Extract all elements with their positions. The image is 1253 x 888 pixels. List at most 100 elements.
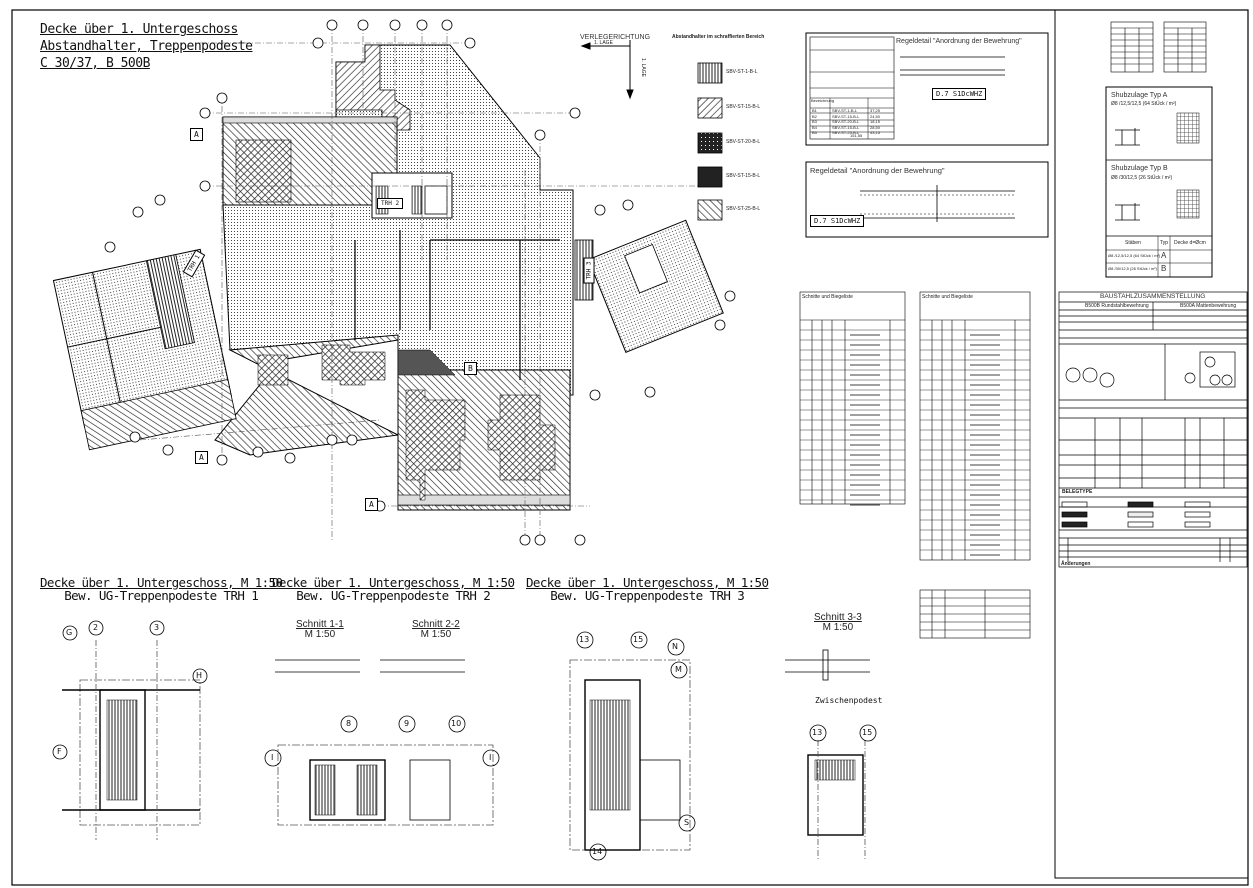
legend-item-label: SBV-ST-15-B-L <box>726 104 761 110</box>
plan-title-line2: Abstandhalter, Treppenpodeste <box>40 39 253 54</box>
spacer-table-cell: SBV-ST-15-B-L <box>832 124 860 130</box>
spacer-table-cell: SBV-ST-20-B-L <box>832 119 860 125</box>
axis-label: G <box>66 628 73 637</box>
shubzulage-b-title: Shubzulage Typ B <box>1111 165 1168 172</box>
spacer-table-total: 151,55 <box>850 133 863 138</box>
detail-panels <box>805 32 1049 238</box>
axis-label: 9 <box>404 719 410 728</box>
section-details <box>52 620 877 861</box>
section-trh1-line2: Bew. UG-Treppenpodeste TRH 1 <box>64 587 259 603</box>
shub-row-type: B <box>1161 264 1167 273</box>
section-trh3-line1: Decke über 1. Untergeschoss, M 1:50 <box>526 575 769 590</box>
spacer-table-cell: 43,15 <box>870 130 881 136</box>
legend-title: Abstandhalter im schraffierten Bereich <box>672 34 765 40</box>
legend-item-label: SBV-ST-1-B-L <box>726 69 758 75</box>
axis-label: H <box>196 671 203 680</box>
axis-label: I <box>271 753 274 762</box>
zwischenpodest-label: Zwischenpodest <box>815 696 883 705</box>
plan-title-line1: Decke über 1. Untergeschoss <box>40 22 238 37</box>
shubzulage-a-title: Shubzulage Typ A <box>1111 92 1168 99</box>
shub-table-h0: Stäben <box>1125 240 1141 246</box>
spacer-table-cell: B3 <box>812 119 817 125</box>
title-column-frame <box>1054 9 1249 879</box>
titleblock-sub-right: B500A Mattenbewehrung <box>1180 303 1237 309</box>
tag-a: A <box>365 498 378 511</box>
axis-label: 8 <box>346 719 352 728</box>
axis-label: 2 <box>93 623 99 632</box>
tag-a: A <box>190 128 203 141</box>
schnitt-1-1-scale: M 1:50 <box>304 629 336 640</box>
spacer-table-cell: 24,50 <box>870 113 881 119</box>
shubzulage-b-spec: Ø8 /30/12,5 (26 StÜck / m²) <box>1111 175 1173 181</box>
legend-item-label: SBV-ST-20-B-L <box>726 139 761 145</box>
axis-label: M <box>675 665 682 674</box>
section-trh2-line2: Bew. UG-Treppenpodeste TRH 2 <box>296 587 491 603</box>
tag-trh2: TRH 2 <box>377 198 404 209</box>
shub-table-h1: Typ <box>1160 240 1169 246</box>
schnitt-3-3-scale: M 1:50 <box>822 622 854 633</box>
titleblock-sub-left: B500B Rundstahlbewehrung <box>1085 303 1149 309</box>
verlegerichtung-arrows <box>580 40 634 100</box>
section-trh2-line1: Decke über 1. Untergeschoss, M 1:50 <box>272 575 515 590</box>
titleblock-legend-title: BELEGTYPE <box>1062 489 1093 495</box>
axis-label: 13 <box>579 635 590 644</box>
spacer-table-cell: SBV-ST-1-B-L <box>832 108 858 113</box>
spacer-table-cell: 37,25 <box>870 108 881 113</box>
axis-label: S <box>684 818 690 827</box>
title-block <box>1058 291 1248 568</box>
detail2-tag: D.7 S1DcWHZ <box>810 215 865 227</box>
legend-item-label: SBV-ST-15-B-L <box>726 173 761 179</box>
tag-b: B <box>464 362 477 375</box>
shub-row-spec: Ø8 /30/12,5 (26 StÜck / m²) <box>1108 266 1157 271</box>
spacer-table-cell: B5 <box>812 130 817 136</box>
detail1-tag: D.7 S1DcWHZ <box>932 88 987 100</box>
verlegerichtung-title: VERLEGERICHTUNG <box>580 34 651 41</box>
biegeliste1-title: Schnitte und Biegeliste <box>802 294 853 300</box>
spacer-table-cell: SBV-ST-15-B-L <box>832 113 860 119</box>
floor-plan <box>52 19 736 546</box>
schnitt-1-1-title: Schnitt 1-1 <box>296 619 344 630</box>
axis-label: F <box>57 747 62 756</box>
spacer-table-cell: B2 <box>812 113 817 119</box>
shub-row-spec: Ø8 /12,5/12,5 (64 StÜck / m²) <box>1108 253 1161 258</box>
schnitt-2-2-scale: M 1:50 <box>420 629 452 640</box>
legend-item-label: SBV-ST-25-B-L <box>726 206 761 212</box>
section-trh3-line2: Bew. UG-Treppenpodeste TRH 3 <box>550 587 745 603</box>
axis-label: 15 <box>862 728 873 737</box>
titleblock-footer: Änderungen <box>1061 561 1091 567</box>
biegeliste-rows <box>800 329 1030 556</box>
axis-label: 10 <box>451 719 462 728</box>
axis-label: 3 <box>154 623 160 632</box>
shub-row-type: A <box>1161 251 1167 260</box>
rebar-small-tables <box>1110 21 1207 73</box>
shubzulage-box <box>1105 86 1213 278</box>
titleblock-heading: BAUSTAHLZUSAMMENSTELLUNG <box>1100 293 1206 300</box>
layer-v-label: 1. LAGE <box>639 58 646 77</box>
schnitt-2-2-title: Schnitt 2-2 <box>412 619 460 630</box>
spacer-table-cell: SBV-ST-25-B-L <box>832 130 860 136</box>
spacer-table-cell: 18,15 <box>870 119 881 125</box>
shub-table-h2: Decke d=Øcm <box>1174 240 1206 246</box>
legend-swatches <box>697 62 723 221</box>
axis-label: N <box>672 642 678 651</box>
plan-title-line3: C 30/37, B 500B <box>40 56 150 71</box>
axis-label: 15 <box>633 635 644 644</box>
spacer-table-header: Bezeichnung <box>811 98 835 103</box>
axis-label: I <box>489 753 492 762</box>
axis-label: 14 <box>592 847 603 856</box>
spacer-table-cell: B1 <box>812 108 817 113</box>
spacer-table-cell: 28,50 <box>870 124 881 130</box>
axis-label: 13 <box>812 728 823 737</box>
section-trh1-line1: Decke über 1. Untergeschoss, M 1:50 <box>40 575 283 590</box>
tag-a: A <box>195 451 208 464</box>
biegeliste2-title: Schnitte und Biegeliste <box>922 294 973 300</box>
schnitt-3-3-title: Schnitt 3-3 <box>814 612 862 623</box>
tag-trh3: TRH 3 <box>583 257 595 284</box>
